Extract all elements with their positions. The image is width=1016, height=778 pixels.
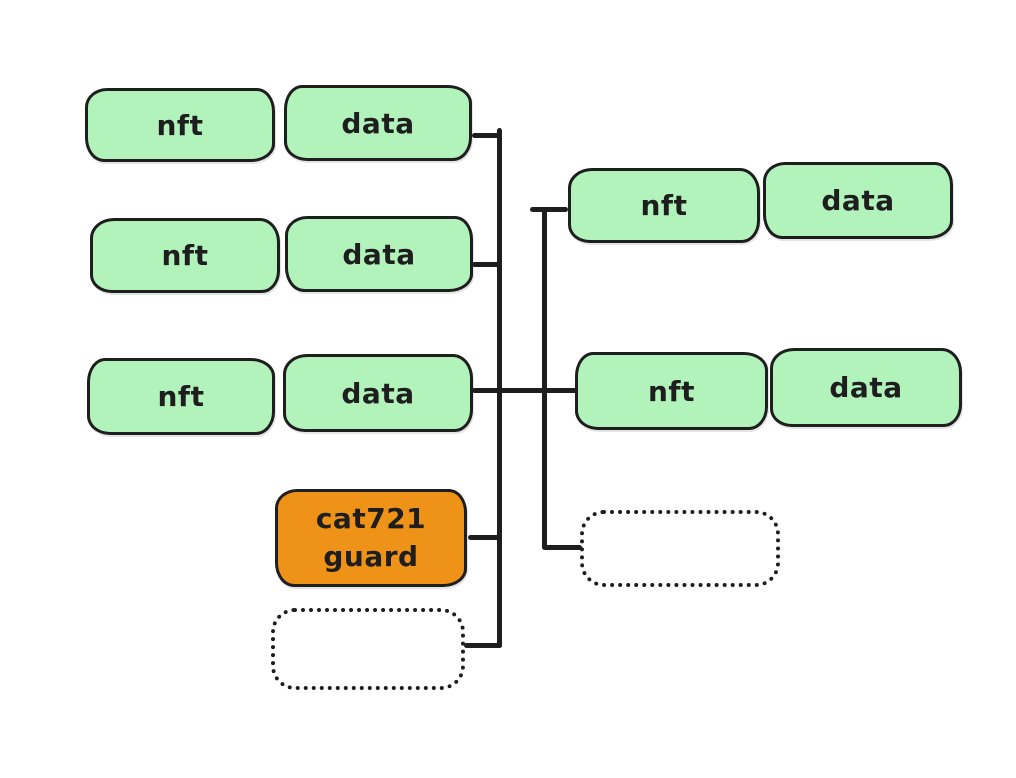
node-nft-left-1: nft [85, 88, 275, 162]
trunk-line-right [542, 207, 547, 549]
node-data-left-2: data [285, 216, 473, 292]
connector-placeholder-right [542, 545, 582, 550]
node-data-left-3: data [283, 354, 473, 432]
connector-left-row2 [472, 262, 502, 267]
node-nft-left-2: nft [90, 218, 280, 293]
node-data-right-2: data [770, 348, 962, 427]
node-nft-right-2: nft [575, 352, 768, 430]
connector-placeholder-left [464, 643, 502, 648]
connector-left-row3-through [472, 388, 578, 393]
node-data-right-1: data [763, 162, 953, 239]
node-cat721-guard: cat721 guard [275, 489, 467, 587]
placeholder-box-left [271, 608, 465, 690]
connector-right-row1 [530, 207, 568, 212]
node-data-left-1: data [284, 85, 472, 161]
placeholder-box-right [580, 510, 780, 587]
node-nft-right-1: nft [568, 168, 760, 243]
connector-guard [468, 535, 502, 540]
node-nft-left-3: nft [87, 358, 275, 435]
guard-label-line2: guard [323, 540, 419, 573]
connector-left-row1 [472, 133, 502, 138]
guard-label-line1: cat721 [315, 502, 427, 536]
